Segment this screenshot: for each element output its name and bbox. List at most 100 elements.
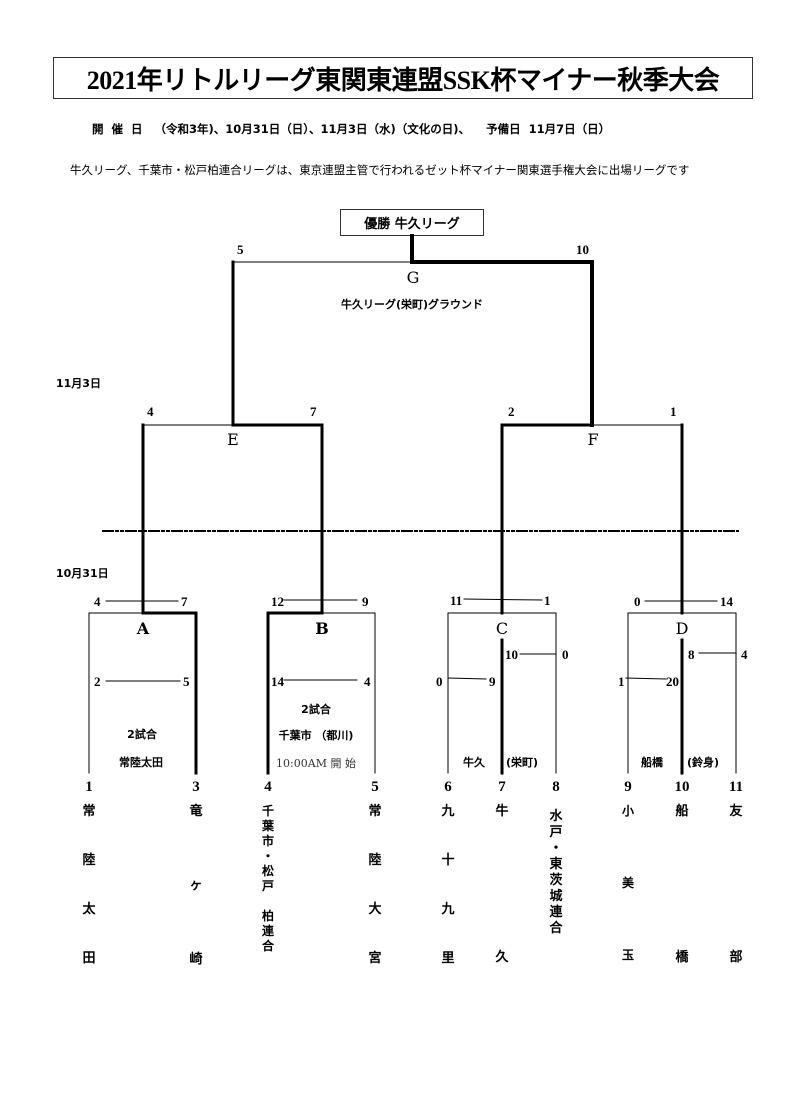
team-name-char: 合 [549,921,563,936]
team-name-char: 久 [495,950,509,965]
d-venue-right: (鈴身) [686,756,720,769]
team-name-char: ・ [261,849,275,863]
game-label-a: A [136,619,150,638]
team-name-char: 里 [441,951,455,966]
a-note-venue: 常陸太田 [119,756,163,769]
team-name-char: 連 [261,924,275,938]
game-label-f: F [587,430,599,449]
c-venue-right: (栄町) [505,756,539,769]
g-score-left: 5 [237,242,244,257]
team-seed: 6 [444,779,452,795]
team-name-char: 戸 [549,825,563,840]
team-name-char: 東 [549,857,563,872]
c-venue-left: 牛久 [463,756,485,769]
d-inner-right-a: 8 [688,647,695,662]
team-name-char: 崎 [189,952,203,967]
b-inner-left: 14 [271,674,284,689]
team-name-char: 葉 [261,819,275,833]
team-name: 小美玉 [622,805,634,1021]
team-name-char: 柏 [261,909,275,923]
team-name-char: 九 [441,902,455,917]
b-note-venue: 千葉市 （都川) [278,729,354,742]
team-name-char: 戸 [261,879,275,893]
d-inner-left-a: 1 [618,674,625,689]
schedule-dates: 開 催 日 （令和3年)、10月31日（日）、11月3日（水)（文化の日)、 予… [92,122,611,136]
team-name-char: 茨 [549,873,563,888]
game-label-g: G [406,268,420,287]
team-name-char: 常 [82,804,96,819]
title-box: 2021年リトルリーグ東関東連盟SSK杯マイナー秋季大会 [53,57,753,99]
g-score-right: 10 [576,242,589,257]
team-name-char: 水 [549,809,563,824]
e-score-left: 4 [147,404,154,419]
b-score-left: 12 [271,594,284,609]
team-name-char: 小 [621,804,635,818]
team-name-char: 太 [82,902,96,917]
game-label-b: B [315,619,329,638]
team-seed: 5 [371,779,379,795]
team-name: 九十九里 [441,805,454,1001]
team-name-char: 陸 [82,853,96,868]
game-label-e: E [227,430,239,449]
line-c-score [463,598,543,601]
c-inner-right-a: 10 [505,647,518,662]
f-score-left: 2 [508,404,515,419]
team-seed: 3 [192,779,200,795]
team-name-char: 連 [549,905,563,920]
team-name-char: 田 [82,951,96,966]
team-name-char: 友 [729,804,743,819]
d-venue-left: 船橋 [641,756,663,769]
team-name-char: 牛 [495,804,509,819]
line-d-inner-left [625,677,667,680]
c-inner-left-b: 9 [489,674,496,689]
team-name: 常陸大宮 [368,805,381,1001]
game-label-c: C [495,619,509,638]
team-name-char: 宮 [368,951,382,966]
b-note-games: 2試合 [301,703,331,716]
team-name-char: ヶ [189,878,203,893]
team-seed: 9 [624,779,632,795]
team-name: 千葉市・松戸 柏連合 [262,805,274,955]
team-name-char: 城 [549,889,563,904]
team-name-char: 美 [621,876,635,890]
team-seed: 4 [264,779,272,795]
a-note-games: 2試合 [127,728,157,741]
team-name-char: 松 [261,864,275,878]
c-score-right: 1 [544,593,551,608]
f-score-right: 1 [670,404,677,419]
team-name: 竜ヶ崎 [189,805,202,1027]
page-title: 2021年リトルリーグ東関東連盟SSK杯マイナー秋季大会 [86,65,720,95]
a-inner-right: 5 [183,674,190,689]
team-name-char [266,895,270,910]
team-name-char: 合 [261,939,275,953]
team-name-char: 常 [368,804,382,819]
team-seed: 7 [498,779,506,795]
team-name-char: 十 [441,853,455,868]
team-name: 水戸・東茨城連合 [549,810,562,938]
b-score-right: 9 [362,594,369,609]
team-name-char: 千 [261,804,275,818]
team-name-char: 船 [675,804,689,819]
team-name-char: 橋 [675,950,689,965]
c-score-left: 11 [450,593,463,608]
team-seed: 1 [85,779,93,795]
d-score-left: 0 [634,594,641,609]
team-name-char: 竜 [189,804,203,819]
g-venue: 牛久リーグ(栄町)グラウンド [340,298,484,311]
team-name-char: 大 [368,902,382,917]
a-inner-left: 2 [94,674,101,689]
round-date-oct31: 10月31日 [56,567,109,580]
team-seed: 10 [674,779,690,795]
round-date-nov3: 11月3日 [56,377,101,390]
team-name-char: 部 [729,950,743,965]
b-note-start-time: 10:00AM 開 始 [276,757,356,770]
team-name: 船橋 [675,805,688,1097]
e-score-right: 7 [310,404,317,419]
d-inner-left-b: 20 [666,674,679,689]
d-score-right: 14 [720,594,733,609]
c-inner-right-b: 0 [562,647,569,662]
team-seed: 8 [552,779,560,795]
team-name: 友部 [729,805,742,1097]
team-name-char: 陸 [368,853,382,868]
